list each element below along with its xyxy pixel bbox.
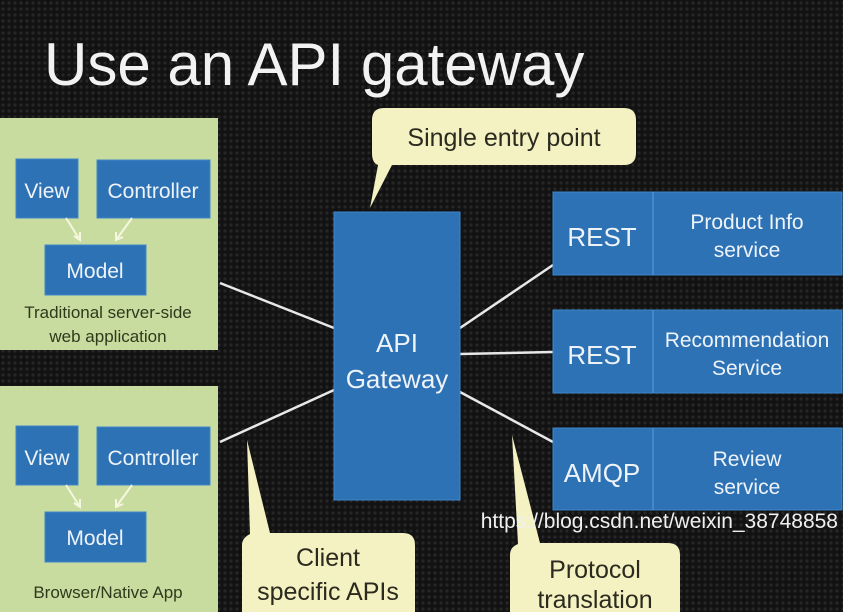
caption: web application <box>48 327 166 346</box>
panel <box>0 118 218 350</box>
callout-bubble <box>510 435 680 612</box>
controller-label: Controller <box>107 180 198 203</box>
gateway-label: API <box>376 328 418 358</box>
watermark: https://blog.csdn.net/weixin_38748858 <box>481 510 838 533</box>
model-label: Model <box>66 527 123 550</box>
client-panel-native-app: View Controller Model Browser/Native App <box>0 386 218 612</box>
connector-product-info <box>459 263 554 330</box>
gateway-label: Gateway <box>346 364 449 394</box>
service-name: Product Info <box>690 211 803 234</box>
view-label: View <box>24 180 70 203</box>
connector-native-app <box>219 388 335 444</box>
service-box <box>552 309 843 394</box>
protocol-label: REST <box>567 340 636 370</box>
api-gateway: API Gateway <box>333 211 461 501</box>
protocol-label: REST <box>567 222 636 252</box>
connectors <box>219 263 554 444</box>
callout-text: Client <box>296 544 360 572</box>
panel <box>0 386 218 612</box>
service-review: AMQP Review service <box>552 427 843 511</box>
caption: Browser/Native App <box>33 583 182 602</box>
service-recommendation: REST Recommendation Service <box>552 309 843 394</box>
service-name: service <box>714 476 781 499</box>
service-box <box>552 427 843 511</box>
model-box <box>44 244 147 296</box>
controller-box <box>96 159 211 219</box>
controller-label: Controller <box>107 447 198 470</box>
callout-client-apis: Client specific APIs <box>242 440 415 612</box>
arrow-icon <box>65 217 81 242</box>
view-box <box>15 425 79 486</box>
service-name: Review <box>713 448 783 471</box>
arrow-icon <box>115 484 133 509</box>
view-label: View <box>24 447 70 470</box>
caption: Traditional server-side <box>24 303 192 322</box>
callout-text: Protocol <box>549 556 641 584</box>
service-product-info: REST Product Info service <box>552 191 843 276</box>
slide-title: Use an API gateway <box>44 31 584 98</box>
connector-web-app <box>219 281 335 330</box>
callout-protocol: Protocol translation <box>510 435 680 612</box>
callout-bubble <box>370 108 636 208</box>
callout-text: translation <box>537 586 652 612</box>
callout-bubble <box>242 440 415 612</box>
connector-review <box>459 390 554 444</box>
service-name: service <box>714 239 781 262</box>
service-name: Recommendation <box>665 329 830 352</box>
callout-text: specific APIs <box>257 578 399 606</box>
arrow-icon <box>65 484 81 509</box>
view-box <box>15 158 79 219</box>
protocol-label: AMQP <box>564 458 641 488</box>
arrow-icon <box>115 217 133 242</box>
service-name: Service <box>712 357 782 380</box>
model-label: Model <box>66 260 123 283</box>
client-panel-web-app: View Controller Model Traditional server… <box>0 118 218 350</box>
callout-text: Single entry point <box>407 124 600 152</box>
connector-recommendation <box>459 350 554 356</box>
gateway-box <box>333 211 461 501</box>
callout-single-entry: Single entry point <box>370 108 636 208</box>
controller-box <box>96 426 211 486</box>
service-box <box>552 191 843 276</box>
model-box <box>44 511 147 563</box>
